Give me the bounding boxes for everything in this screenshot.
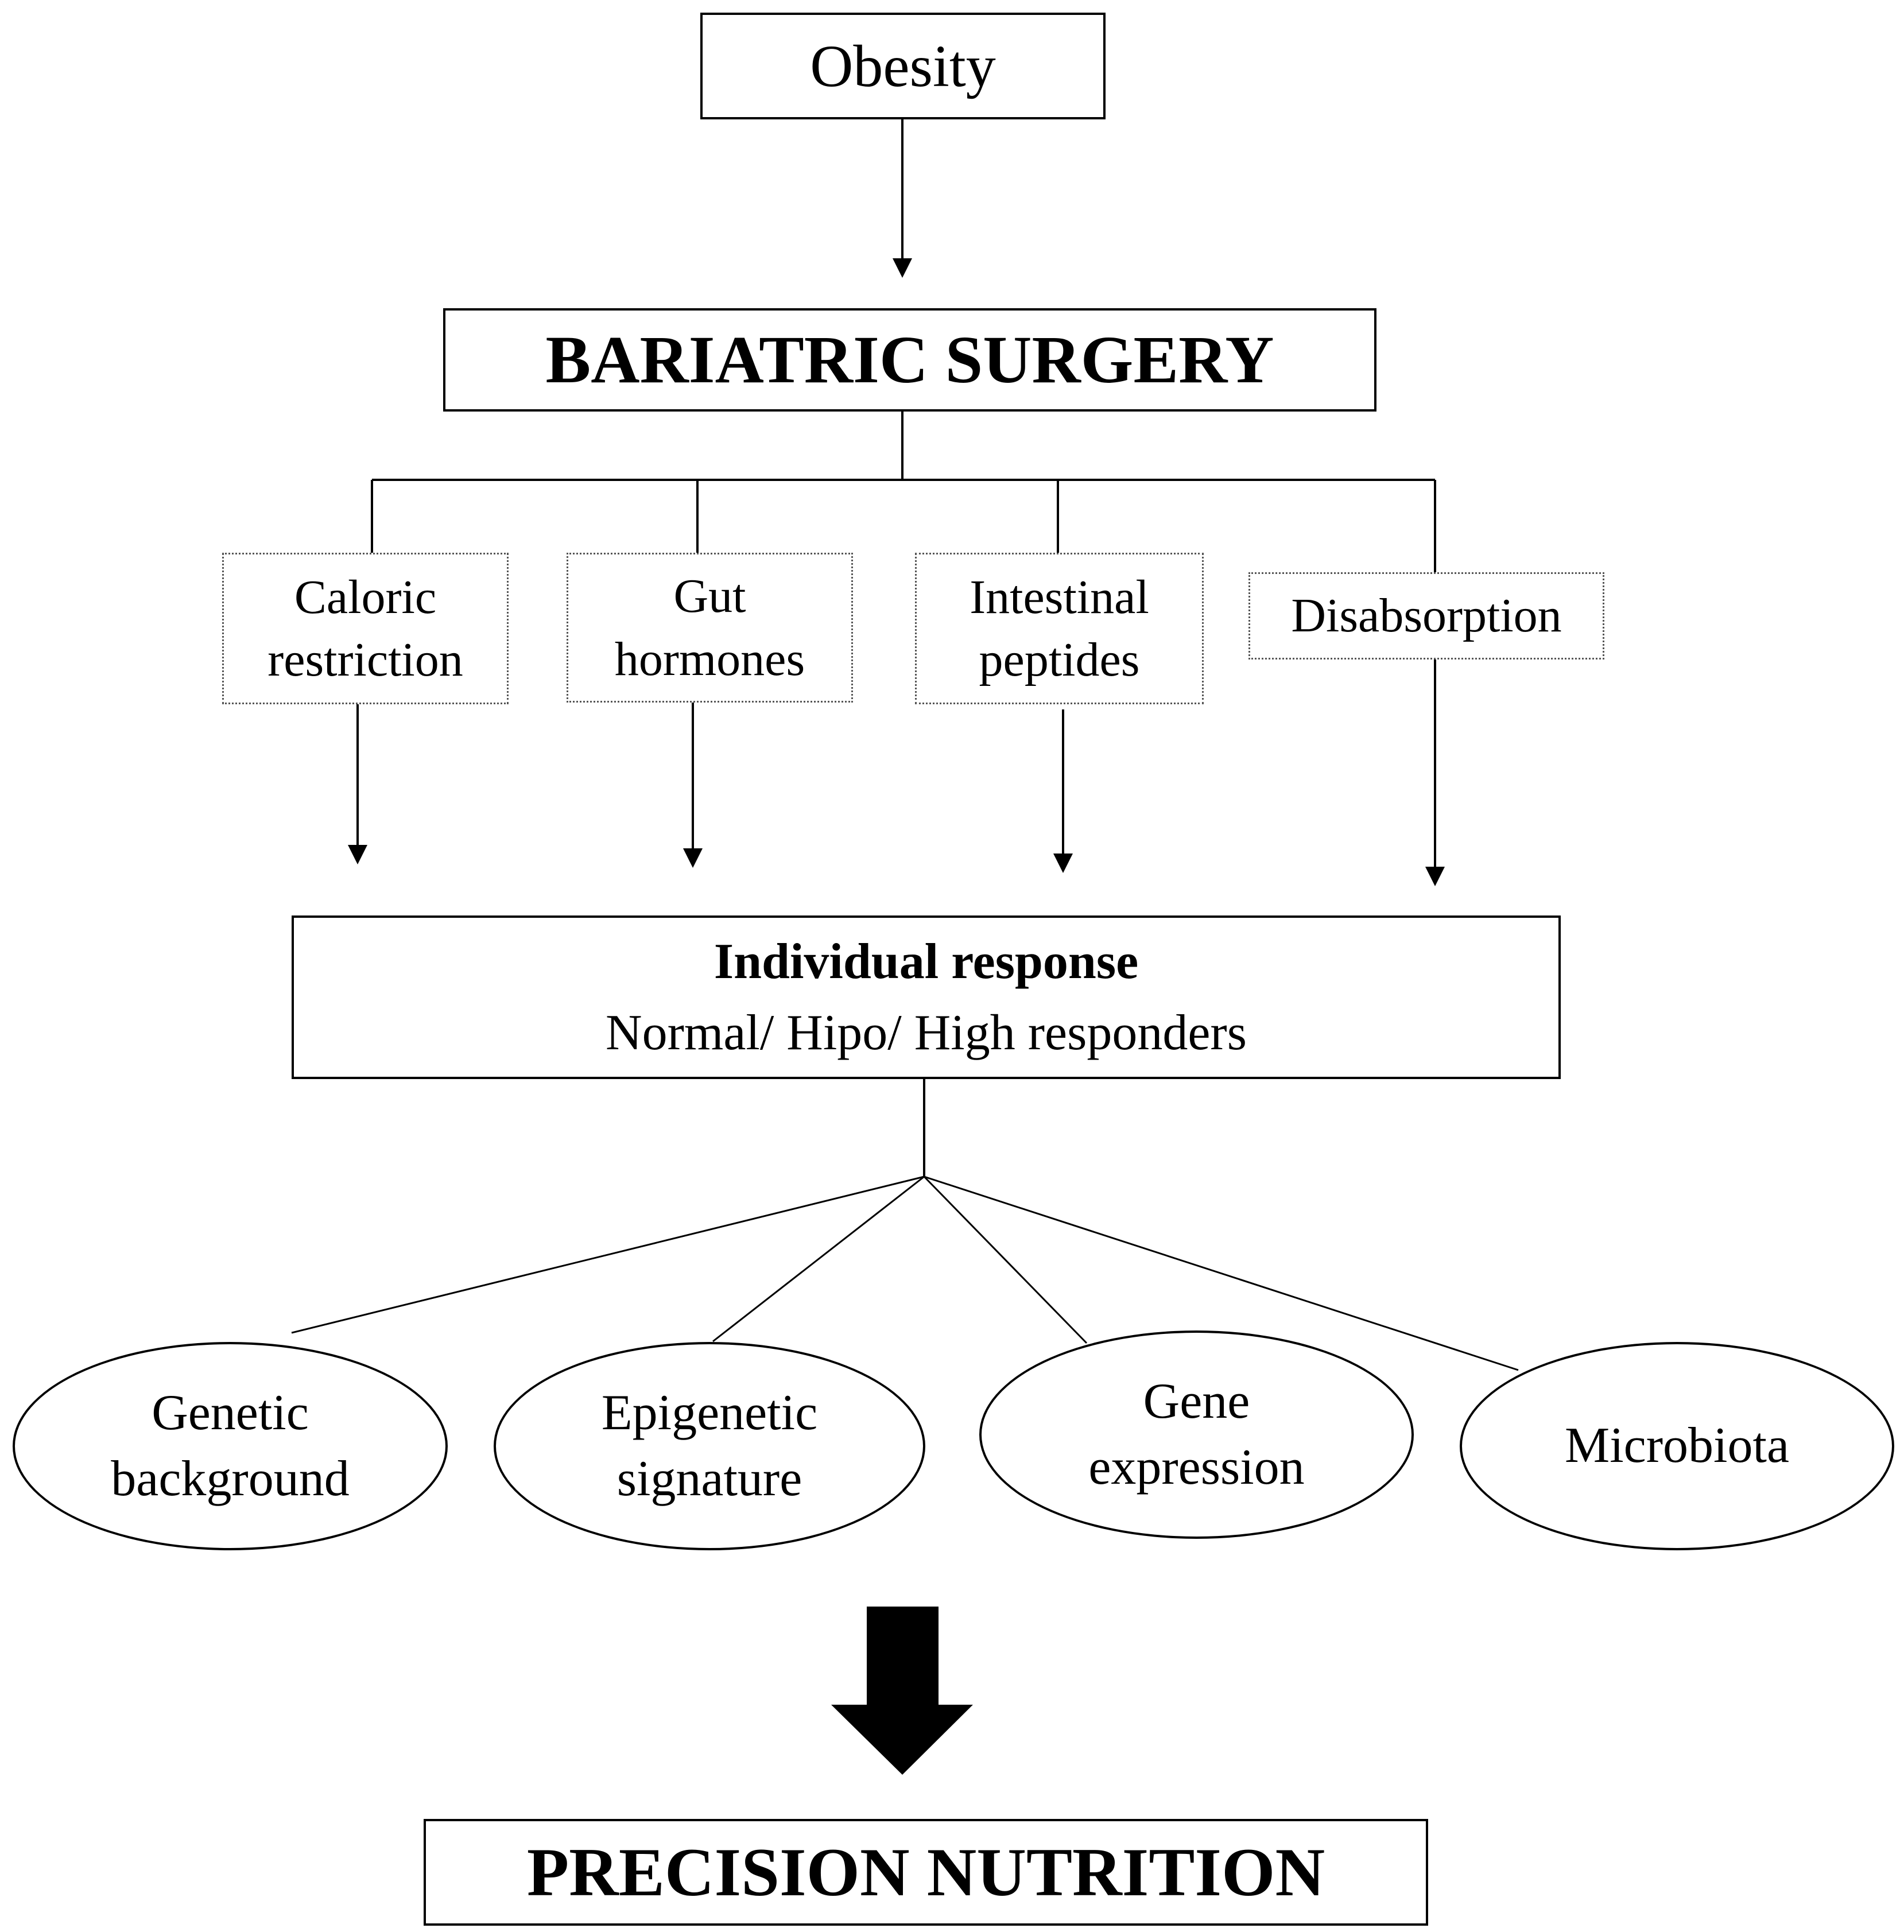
connector-to-genetic — [291, 1176, 925, 1334]
mechanism-intestinal-peptides: Intestinal peptides — [915, 553, 1204, 704]
individual-response-subtitle: Normal/ Hipo/ High responders — [606, 1004, 1247, 1061]
factor-label-line: expression — [1088, 1439, 1305, 1495]
mechanism-label-line: restriction — [267, 633, 463, 686]
mechanism-gut-hormones: Gut hormones — [567, 553, 853, 703]
bariatric-surgery-node: BARIATRIC SURGERY — [443, 308, 1376, 412]
connector-to-gene-expression — [923, 1176, 1088, 1344]
individual-response-title: Individual response — [713, 934, 1139, 990]
mechanism-label-line: Gut — [673, 569, 746, 623]
factor-genetic-background: Genetic background — [13, 1342, 448, 1550]
factor-label-line: Gene — [1143, 1374, 1250, 1430]
connector-to-epigenetic — [712, 1176, 925, 1343]
factor-label-line: Genetic — [152, 1385, 309, 1441]
precision-nutrition-label: PRECISION NUTRITION — [526, 1834, 1325, 1910]
obesity-label: Obesity — [810, 33, 996, 99]
factor-label-line: Epigenetic — [601, 1385, 818, 1441]
factor-label-line: background — [111, 1450, 350, 1507]
mechanism-label-line: peptides — [979, 633, 1140, 686]
bariatric-surgery-label: BARIATRIC SURGERY — [545, 322, 1274, 397]
mechanism-label-line: Caloric — [294, 570, 437, 624]
factor-microbiota: Microbiota — [1460, 1342, 1894, 1550]
obesity-node: Obesity — [700, 13, 1106, 119]
individual-response-node: Individual response Normal/ Hipo/ High r… — [292, 915, 1561, 1079]
mechanism-disabsorption: Disabsorption — [1248, 572, 1604, 659]
factor-gene-expression: Gene expression — [979, 1330, 1414, 1539]
factor-label-line: signature — [616, 1450, 802, 1507]
mechanism-caloric-restriction: Caloric restriction — [222, 553, 509, 704]
factor-label-line: Microbiota — [1564, 1418, 1789, 1474]
big-down-arrow-icon — [831, 1607, 973, 1775]
mechanism-label-line: Intestinal — [970, 570, 1149, 624]
mechanism-label-line: Disabsorption — [1291, 589, 1562, 643]
factor-epigenetic-signature: Epigenetic signature — [494, 1342, 925, 1550]
mechanism-label-line: hormones — [614, 632, 805, 686]
precision-nutrition-node: PRECISION NUTRITION — [424, 1819, 1428, 1926]
connector-to-microbiota — [924, 1176, 1519, 1371]
